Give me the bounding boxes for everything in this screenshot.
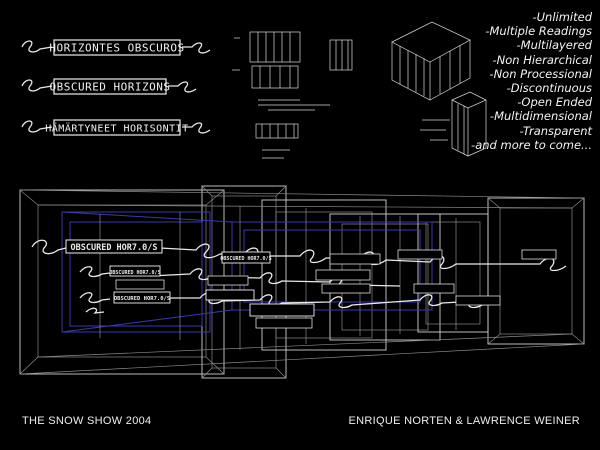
attribute-item: -Multiple Readings [485, 24, 592, 39]
attribute-item: -Discontinuous [506, 81, 592, 96]
title-box-label: OBSCURED HORIZONS [49, 81, 170, 94]
footer-event-title: THE SNOW SHOW 2004 [22, 415, 152, 427]
title-box-1: HORIZONTES OBSCUROS [21, 39, 211, 56]
script-flourish-right [182, 122, 211, 134]
title-box-3: HÄMÄRTYNEET HORISONTIT [21, 119, 211, 136]
title-box-label: HORIZONTES OBSCUROS [49, 42, 184, 55]
attribute-item: -Non Processional [489, 66, 592, 81]
sketch-elevations [232, 31, 353, 159]
script-flourish-left [21, 40, 53, 53]
render-label-large: OBSCURED HOR7.0/S [71, 243, 158, 253]
footer-credits: ENRIQUE NORTEN & LAWRENCE WEINER [348, 415, 580, 427]
script-flourish-right [182, 42, 211, 54]
attribute-item: -Unlimited [532, 10, 592, 24]
attribute-item: -Multidimensional [489, 109, 592, 124]
title-box-2: OBSCURED HORIZONS [21, 78, 197, 95]
script-flourish-left [21, 79, 53, 92]
sketch-isometric [391, 21, 487, 157]
attribute-item: -and more to come... [471, 137, 592, 152]
script-flourish-left [21, 120, 53, 133]
attribute-item: -Open Ended [517, 95, 592, 110]
render-label-medium: OBSCURED HOR7.0/S [220, 256, 271, 262]
attribute-item: -Non Hierarchical [492, 52, 592, 67]
render-label-small: OBSCURED HOR7.0/S [109, 270, 160, 276]
render-label-small: OBSCURED HOR7.0/S [114, 296, 170, 302]
attribute-item: -Multilayered [516, 38, 593, 53]
attribute-item: -Transparent [519, 123, 592, 138]
script-flourish-right [168, 81, 197, 93]
render-wireframe [19, 185, 585, 379]
attribute-list: -Unlimited -Multiple Readings -Multilaye… [442, 10, 592, 152]
render-label-boxes: OBSCURED HOR7.0/S OBSCURED HOR7.0/S OBSC… [65, 239, 557, 329]
title-box-label: HÄMÄRTYNEET HORISONTIT [45, 122, 188, 135]
